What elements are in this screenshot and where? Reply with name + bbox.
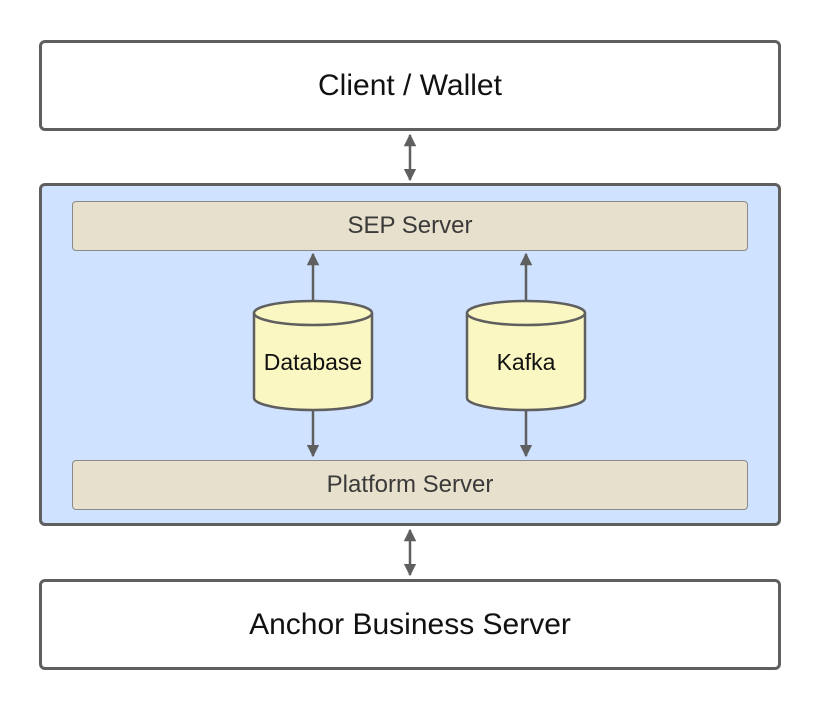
sep-server-bar: SEP Server bbox=[72, 201, 748, 251]
sep-server-label: SEP Server bbox=[347, 212, 473, 239]
anchor-business-server-label: Anchor Business Server bbox=[249, 607, 571, 641]
client-wallet-label: Client / Wallet bbox=[318, 68, 502, 102]
platform-server-label: Platform Server bbox=[326, 471, 494, 498]
client-wallet-box: Client / Wallet bbox=[39, 40, 781, 131]
anchor-business-server-box: Anchor Business Server bbox=[39, 579, 781, 670]
platform-server-bar: Platform Server bbox=[72, 460, 748, 510]
